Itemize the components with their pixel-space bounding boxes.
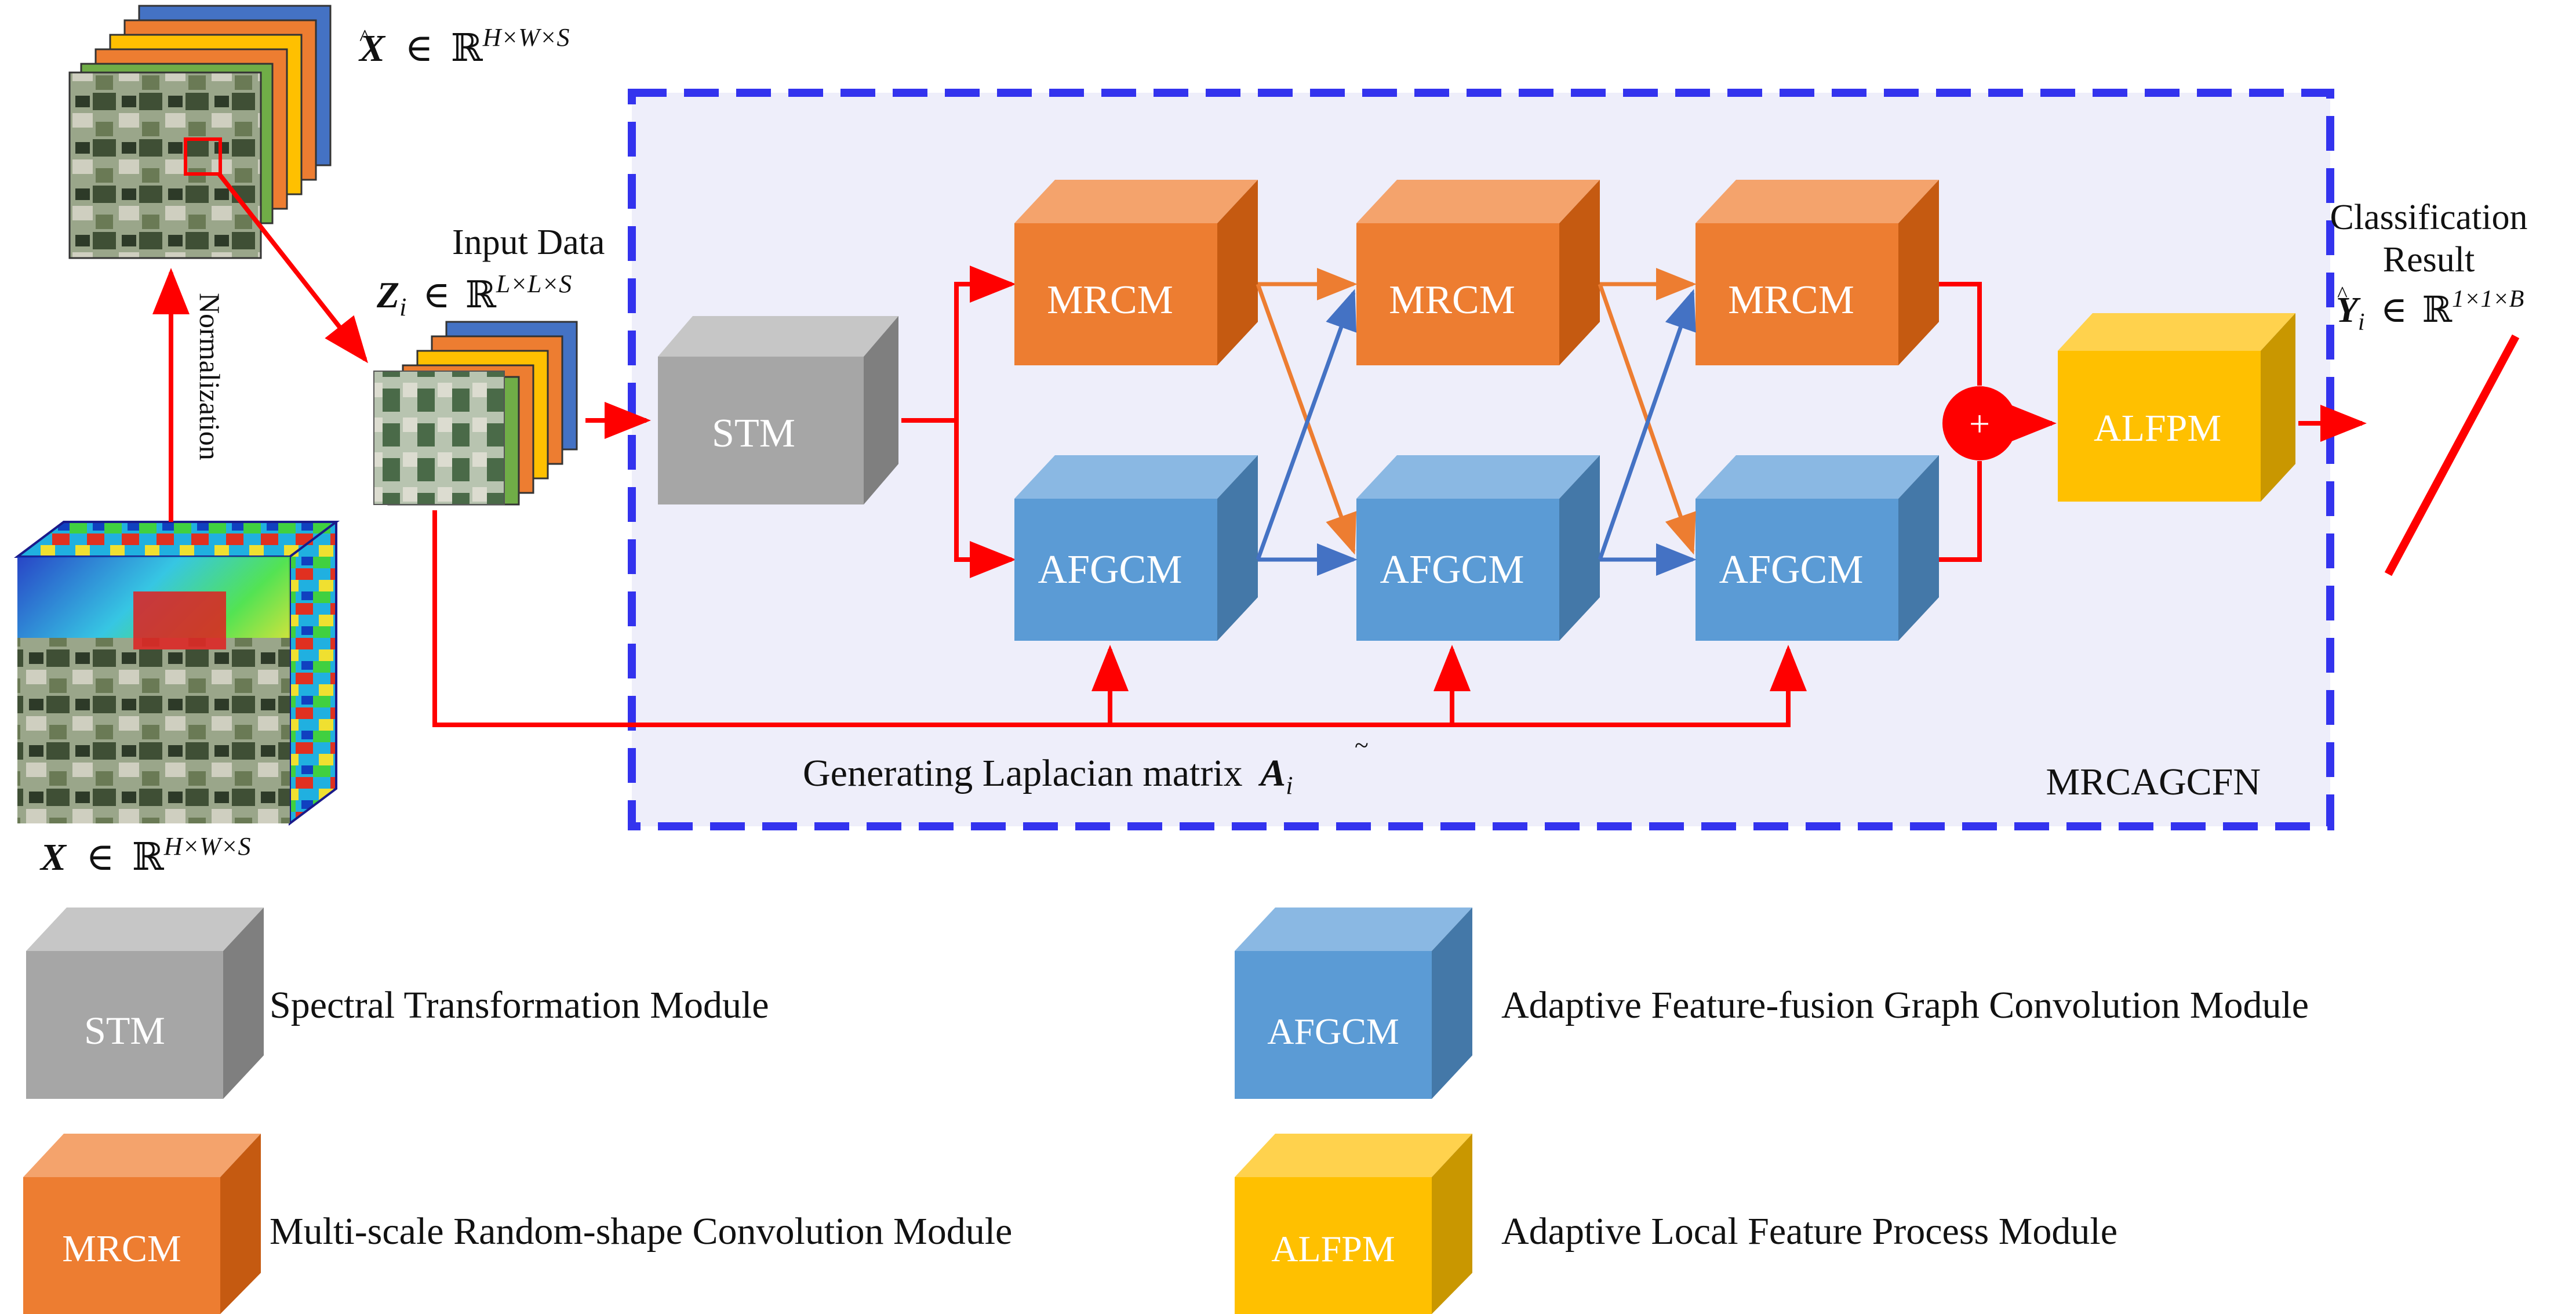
x-label: X ∈ ℝH×W×S — [39, 832, 251, 879]
mrcm-label-3: MRCM — [1728, 278, 1854, 322]
stm-to-afgcm-arrow — [954, 420, 1016, 578]
laplacian-tilde: ~ — [1355, 731, 1369, 760]
sum-symbol: + — [1969, 403, 1990, 444]
legend: STM Spectral Transformation Module MRCM … — [23, 908, 2309, 1314]
legend-afgcm: AFGCM Adaptive Feature-fusion Graph Conv… — [1235, 908, 2309, 1099]
legend-alfpm: ALFPM Adaptive Local Feature Process Mod… — [1235, 1134, 2117, 1314]
classification-title-line1: Classification — [2330, 198, 2528, 237]
legend-afgcm-box-label: AFGCM — [1267, 1011, 1399, 1052]
afgcm-block-1: AFGCM — [1014, 455, 1258, 641]
alfpm-label: ALFPM — [2094, 407, 2221, 449]
mrcm-label-2: MRCM — [1389, 278, 1515, 322]
input-patch-stack — [373, 321, 578, 506]
afgcm-label-3: AFGCM — [1719, 547, 1864, 592]
mrcm-block-2: MRCM — [1356, 180, 1600, 365]
laplacian-label: Generating Laplacian matrix Ai — [803, 752, 1293, 800]
x-hat-label: X ∈ ℝH×W×S — [358, 23, 570, 70]
normalized-image-stack — [68, 5, 332, 259]
stm-block: STM — [658, 316, 898, 504]
stm-label: STM — [712, 411, 795, 456]
legend-mrcm: MRCM Multi-scale Random-shape Convolutio… — [23, 1134, 1012, 1314]
z-label: Zi ∈ ℝL×L×S — [376, 270, 572, 324]
network-name: MRCAGCFN — [2046, 761, 2261, 803]
mrcm-block-1: MRCM — [1014, 180, 1258, 365]
mrcm-to-sum-line — [1939, 282, 1982, 386]
afgcm-label-1: AFGCM — [1038, 547, 1183, 592]
legend-mrcm-box-label: MRCM — [62, 1228, 181, 1270]
patch-arrow — [217, 172, 368, 364]
normalization-label: Normalization — [194, 293, 226, 460]
legend-stm-desc: Spectral Transformation Module — [270, 984, 769, 1026]
input-data-title: Input Data — [452, 223, 605, 262]
patch-selection-box — [184, 137, 222, 176]
mrcm-block-3: MRCM — [1695, 180, 1939, 365]
afgcm-to-sum-line — [1939, 461, 1982, 562]
legend-alfpm-box-label: ALFPM — [1271, 1228, 1395, 1269]
afgcm-block-3: AFGCM — [1695, 455, 1939, 641]
legend-afgcm-desc: Adaptive Feature-fusion Graph Convolutio… — [1501, 984, 2309, 1026]
sum-node — [1942, 386, 2017, 460]
legend-mrcm-desc: Multi-scale Random-shape Convolution Mod… — [270, 1210, 1012, 1253]
y-hat-caret: ^ — [2337, 282, 2348, 307]
hyperspectral-cube — [14, 521, 340, 826]
legend-alfpm-desc: Adaptive Local Feature Process Module — [1501, 1210, 2117, 1253]
cross-connections-1 — [1256, 268, 1358, 576]
mrcm-label-1: MRCM — [1047, 278, 1173, 322]
legend-stm: STM Spectral Transformation Module — [26, 908, 769, 1099]
afgcm-label-2: AFGCM — [1380, 547, 1525, 592]
classification-vector — [2384, 334, 2520, 576]
y-hat-label: Yi ∈ ℝ1×1×B — [2336, 286, 2524, 338]
classification-title-line2: Result — [2383, 240, 2475, 280]
alfpm-block: ALFPM — [2058, 313, 2295, 502]
cross-connections-2 — [1598, 268, 1697, 576]
afgcm-block-2: AFGCM — [1356, 455, 1600, 641]
x-hat-caret: ^ — [359, 24, 370, 50]
stm-to-mrcm-arrow — [901, 266, 1016, 423]
legend-stm-box-label: STM — [84, 1008, 165, 1052]
